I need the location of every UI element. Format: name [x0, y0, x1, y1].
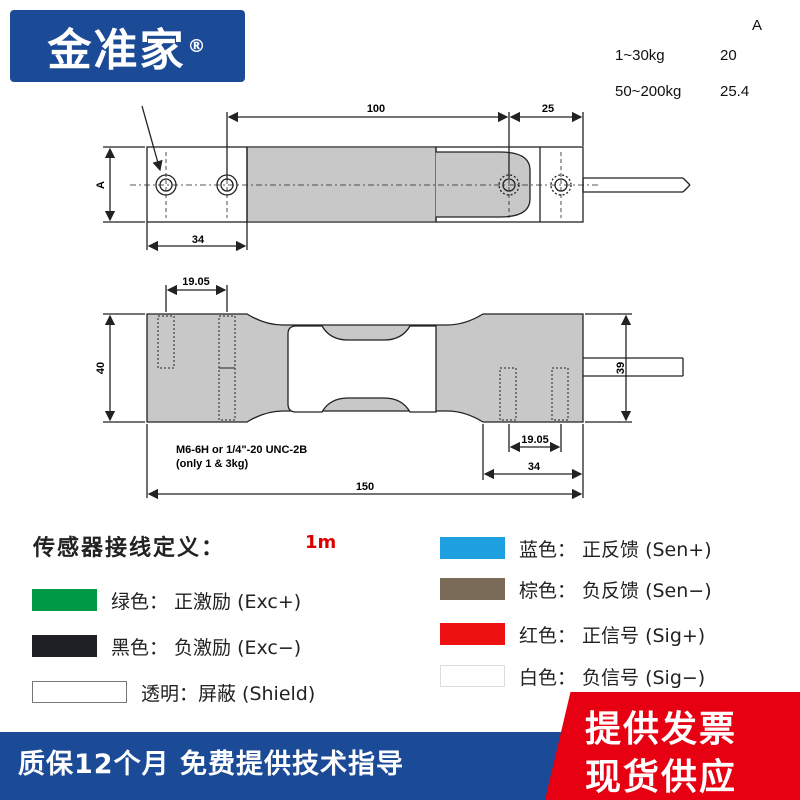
brown-swatch [440, 578, 505, 600]
dim-34-bottom: 34 [528, 461, 541, 473]
load-cell-drawing: 100 25 A 34 [95, 103, 691, 500]
wire-label-brown: 棕色： 负反馈 (Sen−) [519, 579, 712, 602]
spec-row-2-range: 50~200kg [615, 83, 682, 100]
binocular-cutout [287, 325, 437, 413]
thread-hole-4 [499, 367, 517, 421]
wiring-title: 传感器接线定义： [33, 536, 226, 561]
black-swatch [32, 635, 97, 657]
thread-note-line-2: (only 1 & 3kg) [176, 458, 248, 470]
thread-hole-5 [551, 367, 569, 421]
dim-100: 100 [367, 103, 385, 115]
mount-hole-4 [550, 174, 572, 196]
side-view [103, 284, 684, 500]
warranty-text: 质保12个月 免费提供技术指导 [18, 749, 404, 780]
thread-note-line-1: M6-6H or 1/4"-20 UNC-2B [176, 444, 307, 456]
dim-1905-top: 19.05 [182, 276, 210, 288]
dim-25: 25 [542, 103, 554, 115]
wire-row-black: 黑色： 负激励 (Exc−) [32, 633, 301, 659]
thread-hole-1 [157, 315, 175, 369]
badge-line-1: 提供发票 [585, 709, 738, 750]
cable-length: 1m [305, 532, 337, 553]
invoice-badge: 提供发票 现货供应 [545, 692, 800, 800]
top-view [103, 105, 691, 252]
wire-label-shield: 透明：屏蔽 (Shield) [141, 682, 316, 705]
brand-logo: 金准家® [10, 10, 245, 82]
wire-row-brown: 棕色： 负反馈 (Sen−) [440, 576, 712, 602]
dim-150: 150 [356, 481, 374, 493]
wire-label-blue: 蓝色： 正反馈 (Sen+) [519, 538, 712, 561]
wire-row-white: 白色： 负信号 (Sig−) [440, 663, 705, 689]
wire-row-red: 红色： 正信号 (Sig+) [440, 621, 705, 647]
blue-swatch [440, 537, 505, 559]
wire-label-red: 红色： 正信号 (Sig+) [519, 624, 706, 647]
white-swatch [440, 665, 505, 687]
dim-1905-bottom: 19.05 [521, 434, 549, 446]
wire-row-green: 绿色： 正激励 (Exc+) [32, 587, 301, 613]
dim-34-top: 34 [192, 234, 205, 246]
spec-row-1-value: 20 [720, 47, 737, 64]
wire-row-shield: 透明：屏蔽 (Shield) [32, 679, 315, 705]
green-swatch [32, 589, 97, 611]
wire-label-black: 黑色： 负激励 (Exc−) [111, 636, 302, 659]
registered-mark: ® [187, 35, 208, 57]
wire-label-green: 绿色： 正激励 (Exc+) [111, 590, 302, 613]
spec-row-2-value: 25.4 [720, 83, 750, 100]
spec-row-1-range: 1~30kg [615, 47, 665, 64]
thread-hole-3 [218, 367, 236, 421]
dim-39: 39 [615, 362, 627, 374]
spec-table-header: A [752, 17, 763, 34]
top-view-slot [435, 147, 531, 222]
red-swatch [440, 623, 505, 645]
wire-label-white: 白色： 负信号 (Sig−) [519, 666, 706, 689]
badge-line-2: 现货供应 [585, 757, 738, 798]
shield-swatch [32, 681, 127, 703]
top-view-strain-area [246, 146, 437, 223]
dim-a: A [95, 181, 107, 189]
wire-row-blue: 蓝色： 正反馈 (Sen+) [440, 535, 712, 561]
brand-logo-text: 金准家 [47, 25, 186, 76]
dim-40: 40 [95, 362, 107, 374]
